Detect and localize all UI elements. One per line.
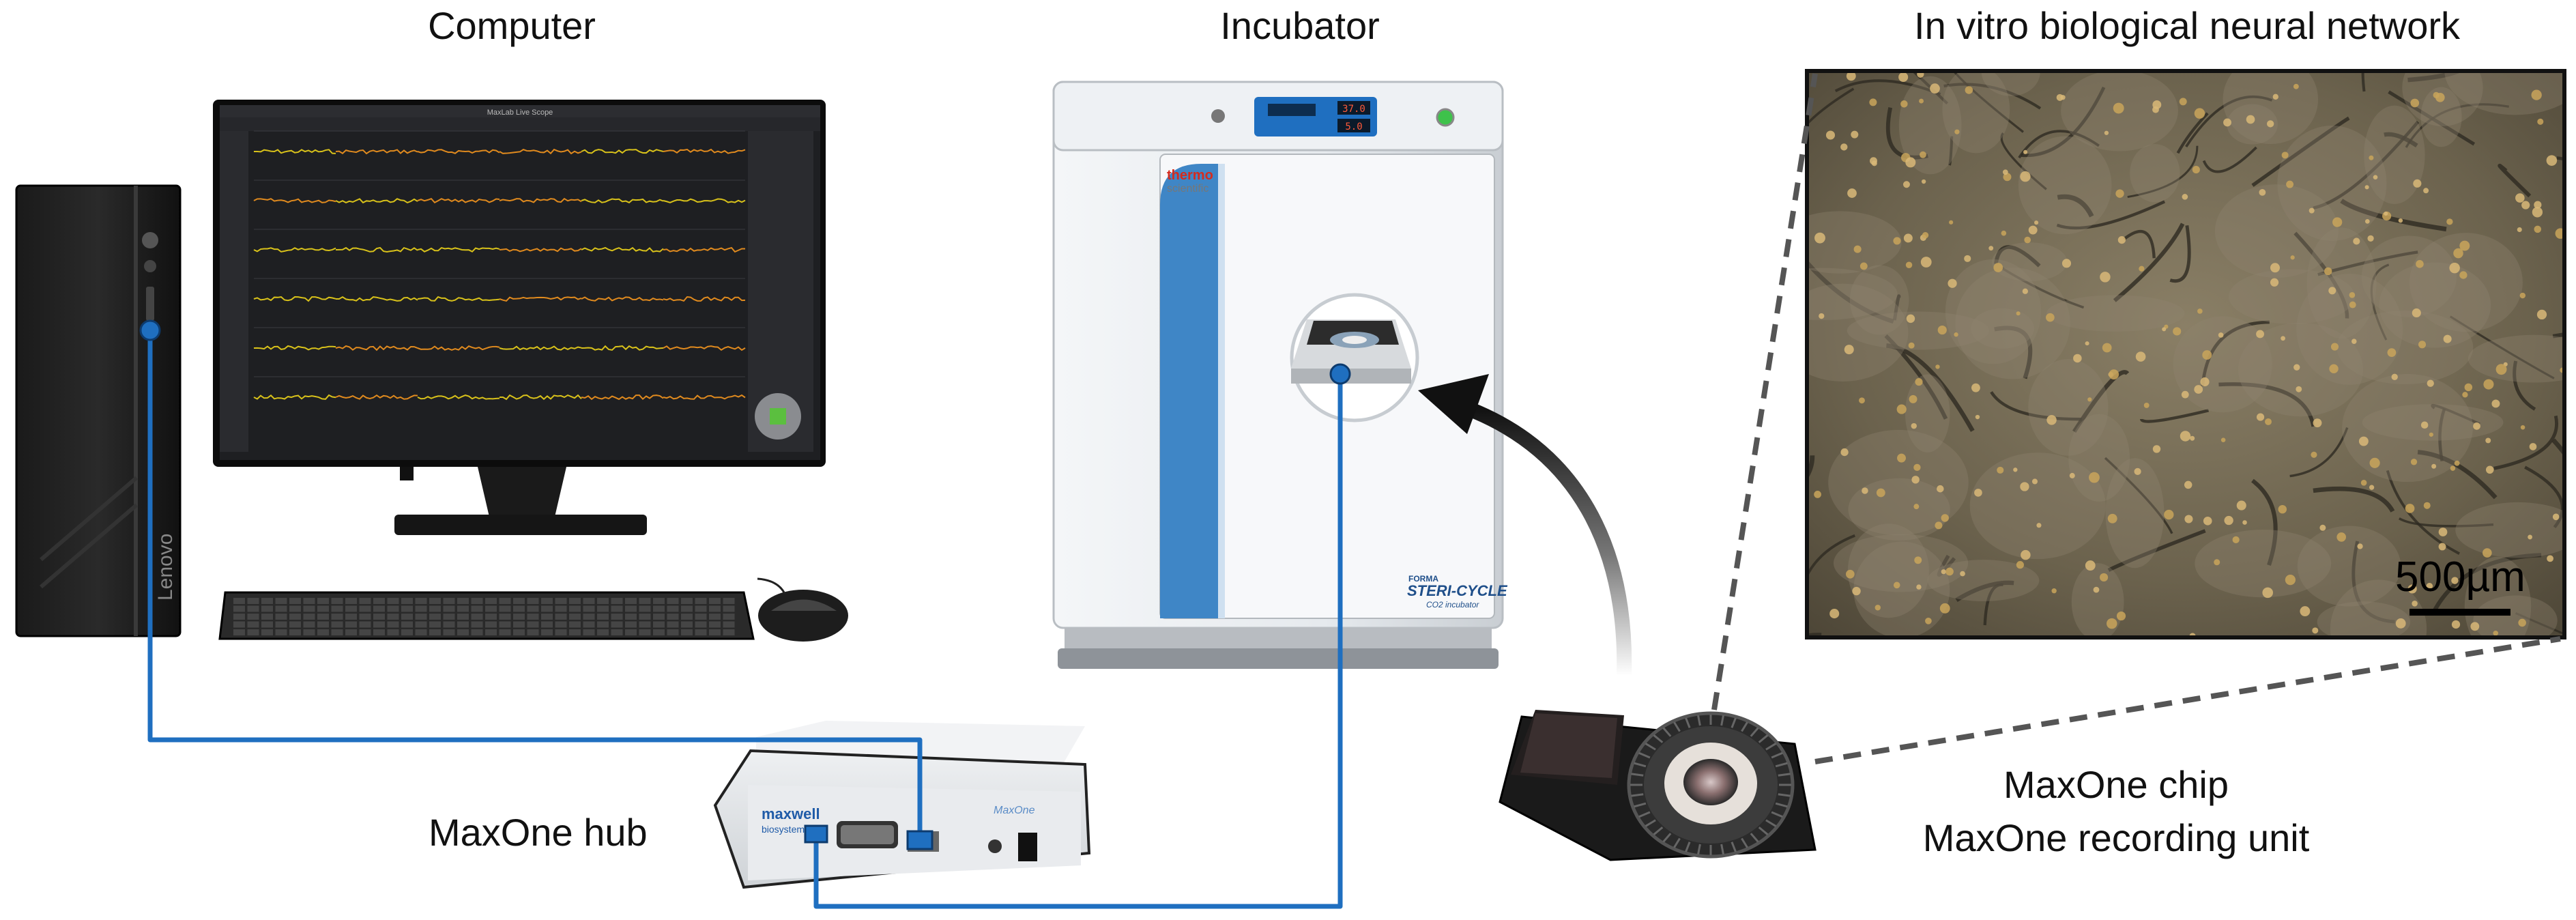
chip-label: MaxOne chip xyxy=(2003,763,2229,806)
neural-network-micrograph xyxy=(1805,69,2566,639)
pc-brand: Lenovo xyxy=(154,534,177,601)
cable-connector-dots xyxy=(139,319,1351,850)
incubator-brand-line1: thermo xyxy=(1167,168,1213,183)
incubator-display-temp: 37.0 xyxy=(1342,104,1365,115)
transfer-arrow xyxy=(1460,401,1632,683)
incubator-model-line1: FORMA xyxy=(1408,574,1438,584)
recording-traces xyxy=(253,130,746,401)
incubator-model-line3: CO2 incubator xyxy=(1426,600,1479,609)
hub-label: MaxOne hub xyxy=(429,811,648,854)
incubator-title: Incubator xyxy=(1220,4,1380,47)
zoom-dashed-lines xyxy=(1711,73,2561,764)
scale-bar-label: 500µm xyxy=(2395,554,2526,601)
mouse xyxy=(757,577,848,642)
maxone-hub: maxwell biosystems MaxOne xyxy=(713,721,1091,889)
hub-model: MaxOne xyxy=(994,805,1035,816)
incubator-display-co2: 5.0 xyxy=(1345,121,1362,132)
cables xyxy=(147,336,1343,909)
network-title: In vitro biological neural network xyxy=(1914,4,2460,47)
incubator-model-line2: STERI-CYCLE xyxy=(1407,582,1508,599)
transfer-arrowhead xyxy=(1418,374,1489,434)
recording-unit-label: MaxOne recording unit xyxy=(1922,816,2310,859)
computer-title: Computer xyxy=(428,4,596,47)
incubator: 37.0 5.0 thermo scientific FORMA STERI-C… xyxy=(1052,81,1508,669)
incubator-brand-line2: scientific xyxy=(1167,183,1209,195)
monitor-app-title: MaxLab Live Scope xyxy=(487,109,553,117)
computer-tower: Lenovo xyxy=(15,184,182,637)
maxone-recording-unit xyxy=(1499,710,1817,861)
computer-monitor: MaxLab Live Scope xyxy=(213,100,826,535)
hub-brand-line1: maxwell xyxy=(762,805,820,822)
keyboard xyxy=(218,591,755,640)
hub-brand-line2: biosystems xyxy=(762,824,809,835)
scale-bar xyxy=(2409,609,2510,616)
